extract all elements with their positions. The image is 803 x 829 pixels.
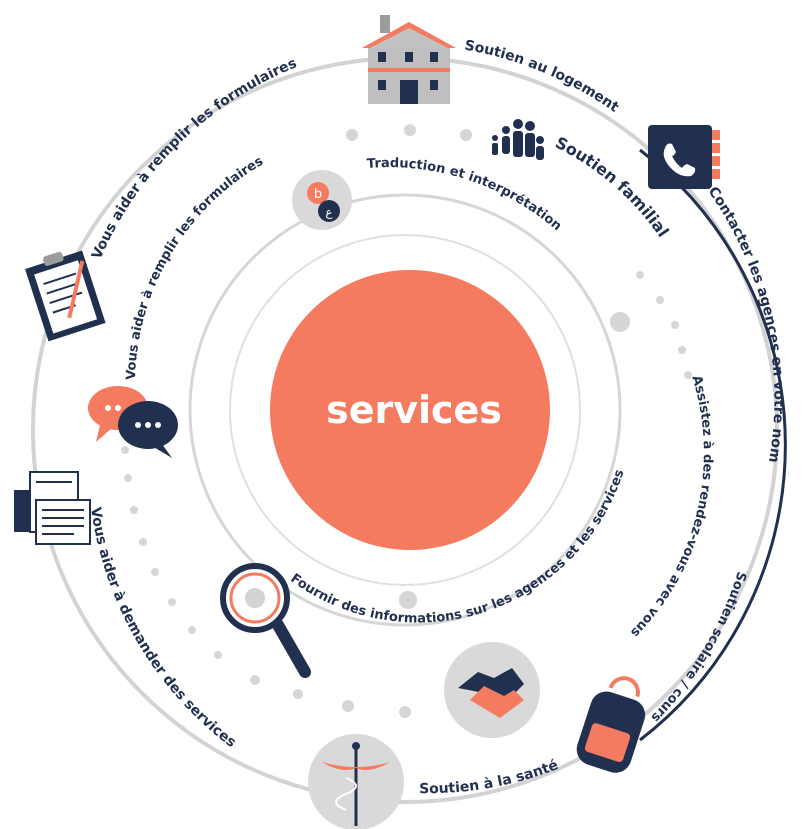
center-circle <box>270 270 550 550</box>
svg-text:Assistez à des rendez-vous ave: Assistez à des rendez-vous avec vous <box>627 374 715 640</box>
family-icon <box>492 119 544 160</box>
outer-ring-accent <box>639 148 787 742</box>
dotted-path <box>119 124 692 718</box>
center-label: services <box>326 388 502 432</box>
handshake-icon <box>444 642 540 738</box>
caduceus-icon <box>308 734 404 829</box>
svg-text:Soutien à la santé: Soutien à la santé <box>419 757 560 797</box>
label-health-support: Soutien à la santé <box>419 757 560 797</box>
middle-ring <box>188 193 622 627</box>
clipboard-icon <box>25 250 106 342</box>
svg-text:Soutien au logement: Soutien au logement <box>463 38 622 116</box>
documents-icon <box>14 471 91 545</box>
label-appointments: Assistez à des rendez-vous avec vous <box>627 374 715 640</box>
chat-bubbles-icon <box>88 386 178 458</box>
label-housing-support: Soutien au logement <box>463 38 622 116</box>
svg-text:b: b <box>314 187 322 202</box>
house-icon <box>362 15 456 104</box>
backpack-icon <box>576 676 646 773</box>
svg-text:ع: ع <box>325 205 333 219</box>
phone-book-icon <box>648 125 720 189</box>
inner-ring <box>229 234 581 586</box>
magnifier-icon <box>220 563 311 678</box>
translation-icon: b ع <box>292 170 352 230</box>
